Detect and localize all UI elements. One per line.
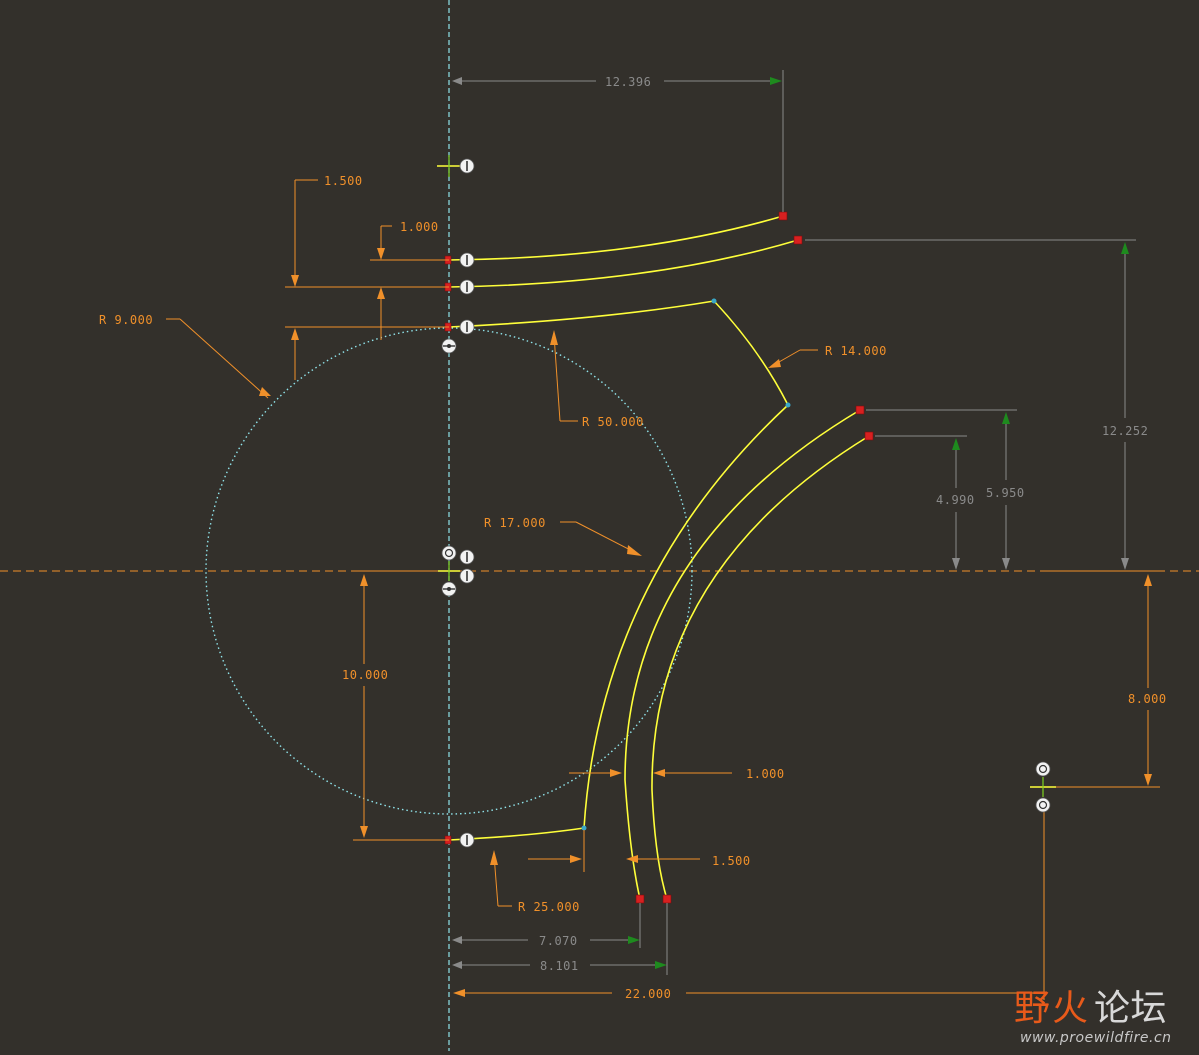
dim-width-7070[interactable]: 7.070 [539, 934, 578, 948]
endpoint[interactable] [864, 431, 874, 441]
vertical-constraint-icon[interactable] [459, 832, 475, 848]
vertical-constraint-icon[interactable] [459, 549, 475, 565]
vertex-point[interactable] [581, 825, 587, 831]
watermark: 野 火 论坛 www.proewildfire.cn [1014, 988, 1172, 1046]
endpoint[interactable] [778, 211, 788, 221]
arc-inner[interactable] [651, 435, 870, 900]
dim-height-10[interactable]: 10.000 [342, 668, 388, 682]
dim-radius-9[interactable]: R 9.000 [99, 313, 153, 327]
dim-thickness-1500[interactable]: 1.500 [712, 854, 751, 868]
top-arc-3[interactable] [448, 300, 715, 328]
constraint-icons [437, 155, 1056, 848]
endpoint[interactable] [855, 405, 865, 415]
endpoint[interactable] [662, 894, 672, 904]
top-arc-2[interactable] [448, 239, 799, 288]
dimension-labels: 12.396 1.500 1.000 R 9.000 R 14.000 R 50… [99, 75, 1167, 1001]
dim-offset-1500-top[interactable]: 1.500 [324, 174, 363, 188]
vertex-point[interactable] [711, 298, 717, 304]
coincident-constraint-icon[interactable] [441, 545, 457, 561]
watermark-cn-3: 论坛 [1094, 988, 1167, 1029]
dim-width-8101[interactable]: 8.101 [540, 959, 579, 973]
dim-radius-14[interactable]: R 14.000 [825, 344, 887, 358]
endpoint[interactable] [635, 894, 645, 904]
dim-top-width[interactable]: 12.396 [605, 75, 651, 89]
watermark-cn-1: 野 [1014, 988, 1051, 1029]
endpoints [444, 211, 874, 904]
vertical-constraint-icon[interactable] [459, 319, 475, 335]
strong-dimensions [166, 179, 1160, 1000]
dim-height-5950[interactable]: 5.950 [986, 486, 1025, 500]
dim-radius-50[interactable]: R 50.000 [582, 415, 644, 429]
arc-r17-outer[interactable] [583, 404, 789, 829]
dim-offset-1000-top[interactable]: 1.000 [400, 220, 439, 234]
watermark-url: www.proewildfire.cn [1020, 1030, 1172, 1046]
arc-r14[interactable] [713, 300, 789, 406]
dim-height-4990[interactable]: 4.990 [936, 493, 975, 507]
dim-width-22[interactable]: 22.000 [625, 987, 671, 1001]
construction-circle[interactable] [205, 327, 693, 815]
weak-dimensions [452, 70, 1136, 975]
vertical-constraint-icon[interactable] [459, 158, 475, 174]
top-arc-1[interactable] [448, 215, 784, 261]
watermark-cn-2: 火 [1052, 988, 1089, 1029]
dim-height-8[interactable]: 8.000 [1128, 692, 1167, 706]
dim-height-12252[interactable]: 12.252 [1102, 424, 1148, 438]
vertical-constraint-icon[interactable] [459, 568, 475, 584]
vertical-constraint-icon[interactable] [459, 279, 475, 295]
endpoint[interactable] [793, 235, 803, 245]
tangent-constraint-icon[interactable] [441, 581, 457, 597]
vertex-point[interactable] [785, 402, 791, 408]
coincident-constraint-icon[interactable] [1035, 797, 1051, 813]
coincident-constraint-icon[interactable] [1035, 761, 1051, 777]
arc-middle[interactable] [624, 409, 861, 900]
dim-radius-25[interactable]: R 25.000 [518, 900, 580, 914]
vertical-constraint-icon[interactable] [459, 252, 475, 268]
dim-thickness-1000[interactable]: 1.000 [746, 767, 785, 781]
dim-radius-17[interactable]: R 17.000 [484, 516, 546, 530]
tangent-constraint-icon[interactable] [441, 338, 457, 354]
sketch-geometry [448, 215, 870, 900]
